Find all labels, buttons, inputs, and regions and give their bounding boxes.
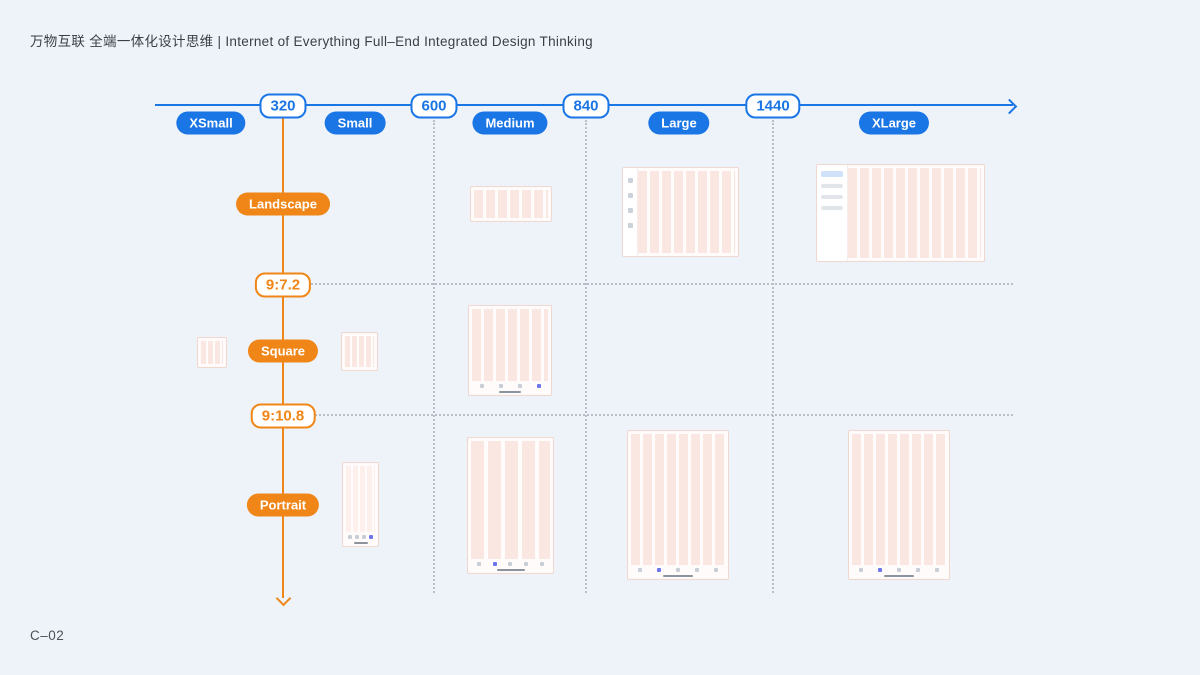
tab-icon-active — [878, 567, 883, 572]
tab-icon — [713, 567, 718, 572]
guide-vertical-600 — [433, 120, 435, 593]
tab-bar — [852, 565, 946, 574]
layout-grid-columns — [848, 168, 981, 258]
size-class-large: Large — [648, 111, 710, 135]
ratio-9-7-2: 9:7.2 — [254, 272, 312, 298]
tab-icon — [508, 561, 513, 566]
tab-icon — [517, 383, 522, 388]
tab-bar — [631, 565, 725, 574]
slide-code: C–02 — [30, 628, 65, 643]
nav-sidebar — [817, 165, 848, 261]
mockup-landscape-medium — [470, 186, 552, 222]
home-indicator — [496, 569, 525, 571]
home-indicator — [499, 391, 521, 393]
tab-icon — [498, 383, 503, 388]
layout-grid-columns — [474, 190, 548, 218]
mockup-square-small — [341, 332, 378, 371]
tab-icon — [476, 561, 481, 566]
tab-icon-active — [657, 567, 662, 572]
mockup-landscape-large — [622, 167, 739, 257]
tab-icon — [638, 567, 643, 572]
nav-rail-icon — [627, 208, 633, 213]
tab-icon — [859, 567, 864, 572]
ratio-portrait: Portrait — [246, 493, 320, 517]
tab-icon — [479, 383, 484, 388]
mockup-portrait-medium — [467, 437, 554, 574]
nav-rail — [623, 168, 638, 256]
home-indicator — [353, 542, 368, 544]
breakpoint-1440: 1440 — [745, 93, 801, 119]
tab-bar — [471, 559, 550, 568]
ratio-9-10-8: 9:10.8 — [250, 403, 316, 429]
size-class-xlarge: XLarge — [858, 111, 930, 135]
layout-grid-columns — [345, 336, 374, 367]
tab-bar — [346, 532, 375, 541]
tab-icon — [896, 567, 901, 572]
mockup-portrait-small — [342, 462, 379, 547]
layout-grid-columns — [852, 434, 946, 565]
layout-grid-columns — [472, 309, 548, 381]
sidebar-item — [821, 206, 843, 210]
home-indicator — [884, 575, 914, 577]
size-class-small: Small — [324, 111, 386, 135]
mockup-square-medium — [468, 305, 552, 396]
guide-horizontal-9-10-8 — [290, 414, 1013, 416]
guide-horizontal-9-7-2 — [290, 283, 1013, 285]
breakpoint-600: 600 — [410, 93, 458, 119]
sidebar-item — [821, 184, 843, 188]
mockup-portrait-xlarge — [848, 430, 950, 580]
tab-icon — [524, 561, 529, 566]
home-indicator — [663, 575, 693, 577]
tab-icon — [675, 567, 680, 572]
guide-vertical-1440 — [772, 120, 774, 593]
tab-icon — [362, 534, 367, 539]
tab-icon-active — [369, 534, 374, 539]
tab-icon — [694, 567, 699, 572]
ratio-landscape: Landscape — [236, 192, 330, 216]
tab-icon — [540, 561, 545, 566]
layout-grid-columns — [631, 434, 725, 565]
ratio-square: Square — [247, 339, 319, 363]
nav-rail-icon — [627, 178, 633, 183]
sidebar-item — [821, 195, 843, 199]
size-class-xsmall: XSmall — [176, 111, 246, 135]
layout-grid-columns — [201, 341, 223, 364]
nav-rail-icon — [627, 193, 633, 198]
sidebar-item-active — [821, 171, 843, 177]
guide-vertical-840 — [585, 120, 587, 593]
mockup-square-xsmall — [197, 337, 227, 368]
mockup-portrait-large — [627, 430, 729, 580]
size-class-medium: Medium — [472, 111, 548, 135]
breakpoint-840: 840 — [562, 93, 610, 119]
nav-rail-icon — [627, 223, 633, 228]
orientation-axis-arrow-icon — [275, 590, 292, 607]
tab-icon-active — [492, 561, 497, 566]
tab-icon-active — [536, 383, 541, 388]
layout-grid-columns — [471, 441, 550, 559]
layout-grid-columns — [346, 466, 375, 532]
breakpoint-axis-arrow-icon — [1001, 98, 1018, 115]
tab-icon — [354, 534, 359, 539]
tab-bar — [472, 381, 548, 390]
layout-grid-columns — [638, 171, 735, 253]
tab-icon — [915, 567, 920, 572]
breakpoint-320: 320 — [259, 93, 307, 119]
tab-icon — [347, 534, 352, 539]
page-title: 万物互联 全端一体化设计思维 | Internet of Everything … — [30, 34, 593, 49]
mockup-landscape-xlarge — [816, 164, 985, 262]
tab-icon — [934, 567, 939, 572]
